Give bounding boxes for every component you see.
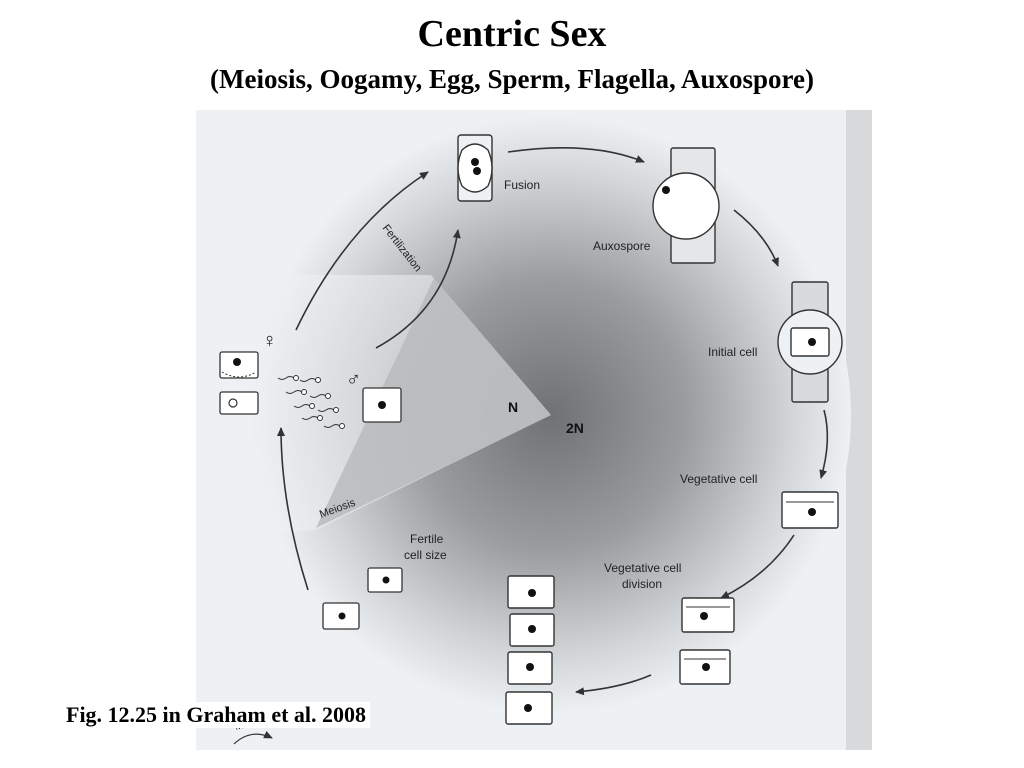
male-cell-icon — [362, 387, 402, 423]
division-cell-lower-icon — [679, 649, 731, 685]
auxospore-icon — [652, 147, 720, 264]
life-cycle-diagram: Fusion Auxospore Initial cell Vegetative… — [196, 110, 872, 750]
haploid-wedge-core — [316, 278, 551, 528]
label-fertile-line2: cell size — [404, 548, 447, 562]
arrow-division-to-stack — [575, 674, 652, 696]
slide-subtitle: (Meiosis, Oogamy, Egg, Sperm, Flagella, … — [210, 64, 814, 94]
egg-cell-lower-icon — [219, 391, 259, 415]
female-symbol: ♀ — [262, 330, 277, 352]
label-diploid: 2N — [566, 420, 584, 436]
slide-title: Centric Sex — [417, 13, 607, 55]
arrow-fusion-to-auxospore — [507, 146, 645, 163]
division-cell-upper-icon — [681, 597, 735, 633]
label-vegetative-division-line1: Vegetative cell — [604, 561, 681, 575]
arrow-fertile-to-meiosis — [277, 427, 309, 591]
arrow-auxospore-to-initial — [733, 209, 779, 267]
label-vegetative-division-line2: division — [622, 577, 662, 591]
label-auxospore: Auxospore — [593, 239, 651, 253]
fertile-cell-lower-icon — [322, 602, 360, 630]
arrow-fertilization — [375, 229, 461, 349]
figure-caption: Fig. 12.25 in Graham et al. 2008 — [62, 702, 371, 728]
arrow-vegetative-to-division — [720, 534, 795, 599]
arrow-initial-to-vegetative — [819, 409, 829, 479]
male-symbol: ♂ — [346, 369, 361, 391]
label-fusion: Fusion — [504, 178, 540, 192]
label-initial-cell: Initial cell — [708, 345, 757, 359]
label-fertile-line1: Fertile — [410, 532, 444, 546]
cell-stack-icon — [505, 575, 555, 725]
label-haploid: N — [508, 399, 518, 415]
vegetative-cell-icon — [781, 491, 839, 529]
label-vegetative-cell: Vegetative cell — [680, 472, 757, 486]
fertile-cell-upper-icon — [367, 567, 403, 593]
sperm-group-icon — [277, 375, 345, 429]
arrow-meiosis-to-fusion — [295, 171, 429, 331]
fusion-cell-icon — [457, 134, 493, 202]
egg-cell-icon — [219, 351, 259, 379]
initial-cell-icon — [777, 281, 843, 403]
